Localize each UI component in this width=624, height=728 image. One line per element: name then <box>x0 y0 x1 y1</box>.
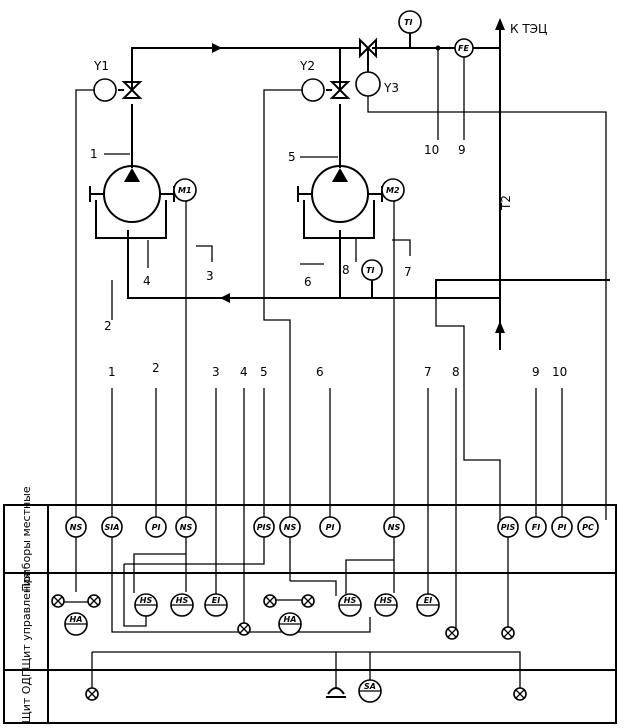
top-temp-label: TI <box>404 18 412 27</box>
control-table <box>3 504 617 724</box>
local-instrument-12: PC <box>582 523 594 532</box>
local-instrument-10: FI <box>532 523 540 532</box>
odp-bubbles <box>358 679 382 703</box>
panel-instrument-3: HS <box>176 596 189 605</box>
panel-instrument-4: EI <box>212 596 220 605</box>
lamp-icon <box>85 687 99 701</box>
field-number-5: 5 <box>288 150 296 164</box>
local-instrument-9: PIS <box>501 523 516 532</box>
local-instrument-11: PI <box>558 523 567 532</box>
panel-instrument-8: EI <box>424 596 432 605</box>
local-instrument-6: NS <box>284 523 297 532</box>
local-instrument-5: PIS <box>257 523 272 532</box>
signal-lines <box>75 89 607 632</box>
column-number-7: 7 <box>424 365 432 379</box>
field-number-7: 7 <box>404 265 412 279</box>
panel-instrument-7: HS <box>380 596 393 605</box>
header-temp-label: TI <box>366 266 374 275</box>
field-number-8: 8 <box>342 263 350 277</box>
lamp-icon <box>301 594 315 608</box>
field-number-10: 10 <box>424 143 439 157</box>
horn-icon <box>326 687 346 698</box>
valve-y1 <box>93 78 143 102</box>
field-number-1: 1 <box>90 147 98 161</box>
column-number-5: 5 <box>260 365 268 379</box>
column-number-2: 2 <box>152 361 160 375</box>
column-number-8: 8 <box>452 365 460 379</box>
column-number-9: 9 <box>532 365 540 379</box>
callout-leaders <box>104 50 465 320</box>
lamp-icon <box>87 594 101 608</box>
panel-wiring <box>58 537 521 690</box>
pump-1 <box>89 165 175 223</box>
panel-instrument-bubbles <box>64 593 440 636</box>
panel-lamps <box>51 594 527 701</box>
panel-instrument-5: HA <box>284 615 297 624</box>
local-instrument-8: NS <box>388 523 401 532</box>
valve-y3-label: Y3 <box>383 81 399 95</box>
motor-m1-label: M1 <box>178 186 192 195</box>
valve-y2 <box>301 78 351 102</box>
local-instrument-7: PI <box>326 523 335 532</box>
lamp-icon <box>513 687 527 701</box>
odp-instrument-1: SA <box>364 682 376 691</box>
field-number-9: 9 <box>458 143 466 157</box>
field-number-6: 6 <box>304 275 312 289</box>
column-number-6: 6 <box>316 365 324 379</box>
destination-label: К ТЭЦ <box>510 22 547 36</box>
row-label-odp: Щит ОДП <box>20 669 33 724</box>
panel-instrument-2: HS <box>140 596 153 605</box>
panel-instrument-1: HA <box>70 615 83 624</box>
local-instrument-1: NS <box>70 523 83 532</box>
lamp-icon <box>237 622 251 636</box>
valve-y1-label: Y1 <box>93 59 109 73</box>
local-instrument-4: NS <box>180 523 193 532</box>
panel-instrument-6: HS <box>344 596 357 605</box>
field-number-4: 4 <box>143 274 151 288</box>
motor-m2-label: M2 <box>386 186 400 195</box>
local-instrument-3: PI <box>152 523 161 532</box>
column-number-10: 10 <box>552 365 567 379</box>
row-label-panel: Щит управления <box>20 572 33 670</box>
main-line-label: T2 <box>499 195 513 211</box>
local-instrument-2: SIA <box>105 523 120 532</box>
lamp-icon <box>445 626 459 640</box>
field-number-3: 3 <box>206 269 214 283</box>
lamp-icon <box>51 594 65 608</box>
process-piping <box>95 18 610 350</box>
lamp-icon <box>501 626 515 640</box>
field-number-2: 2 <box>104 319 112 333</box>
lamp-icon <box>263 594 277 608</box>
column-number-1: 1 <box>108 365 116 379</box>
valve-y3 <box>355 37 381 97</box>
column-number-3: 3 <box>212 365 220 379</box>
flow-element-label: FE <box>458 44 469 53</box>
pump-2 <box>297 165 383 223</box>
row-label-local: Приборы местные <box>20 486 33 591</box>
column-number-4: 4 <box>240 365 248 379</box>
valve-y2-label: Y2 <box>299 59 315 73</box>
